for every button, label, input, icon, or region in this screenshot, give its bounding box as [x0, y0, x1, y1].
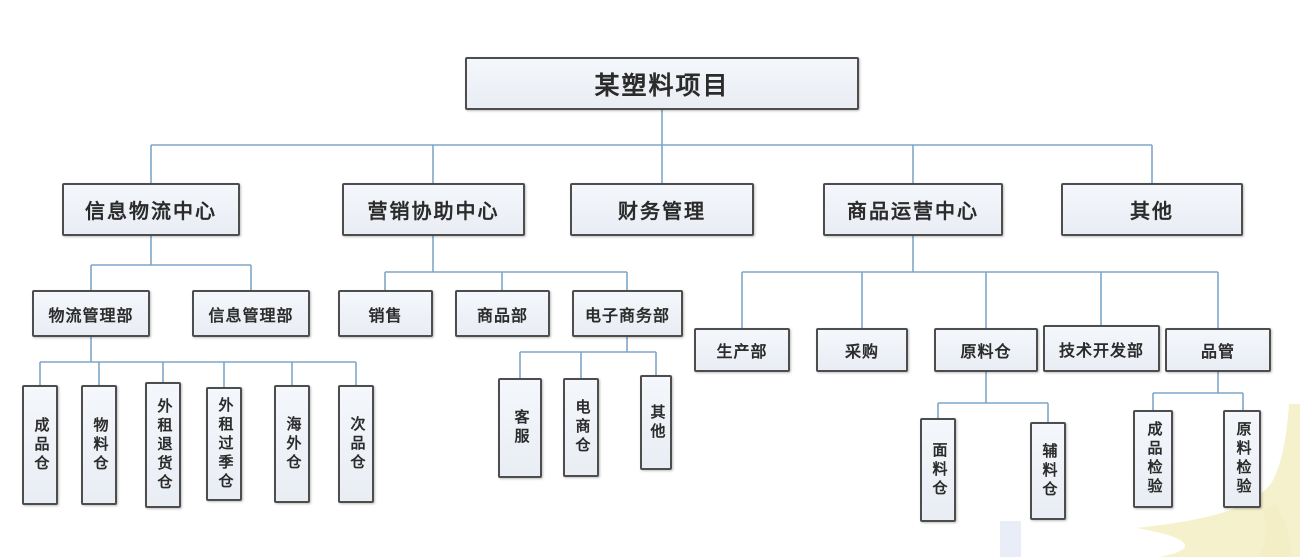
node-label: 商品部	[476, 307, 528, 325]
node-label: 辅料仓	[1040, 442, 1057, 500]
node-external-rental-offseason-warehouse: 外租过季仓	[206, 387, 242, 501]
node-fabric-warehouse: 面料仓	[920, 418, 956, 522]
node-ecommerce-warehouse: 电商仓	[563, 378, 599, 477]
node-root-project: 某塑料项目	[465, 57, 859, 110]
node-logistics-management-dept: 物流管理部	[32, 290, 150, 337]
node-info-management-dept: 信息管理部	[192, 290, 310, 337]
node-label: 面料仓	[930, 441, 947, 499]
node-label: 次品仓	[348, 415, 365, 473]
node-finished-product-inspection: 成品检验	[1133, 410, 1173, 508]
node-label: 信息管理部	[208, 307, 294, 325]
node-label: 其他	[1130, 201, 1174, 223]
node-label: 技术开发部	[1058, 342, 1144, 360]
node-finished-goods-warehouse: 成品仓	[22, 385, 58, 505]
node-materials-warehouse: 物料仓	[81, 385, 117, 505]
node-label: 电商仓	[573, 399, 590, 456]
node-label: 其他	[648, 403, 665, 442]
node-raw-material-warehouse: 原料仓	[934, 328, 1038, 372]
node-commodity-operations-center: 商品运营中心	[823, 183, 1003, 236]
node-quality-control: 品管	[1165, 328, 1271, 372]
node-label: 外租过季仓	[216, 396, 233, 492]
node-tech-development-dept: 技术开发部	[1043, 325, 1160, 372]
node-label: 电子商务部	[584, 307, 670, 325]
node-label: 财务管理	[618, 201, 706, 223]
node-marketing-assist-center: 营销协助中心	[342, 183, 525, 236]
node-label: 商品运营中心	[847, 201, 979, 223]
node-label: 原料仓	[960, 344, 1012, 361]
watermark-swoosh	[1136, 404, 1300, 557]
node-label: 采购	[844, 344, 879, 361]
node-other: 其他	[1061, 183, 1243, 236]
node-label: 营销协助中心	[367, 201, 500, 223]
node-info-logistics-center: 信息物流中心	[62, 183, 240, 236]
node-production-dept: 生产部	[694, 328, 790, 372]
node-label: 销售	[368, 307, 403, 325]
node-label: 生产部	[716, 344, 768, 361]
node-label: 信息物流中心	[85, 201, 217, 223]
node-overseas-warehouse: 海外仓	[274, 385, 310, 503]
node-label: 海外仓	[284, 415, 301, 473]
node-label: 某塑料项目	[594, 72, 730, 100]
node-customer-service: 客服	[498, 378, 542, 478]
node-label: 成品检验	[1145, 421, 1162, 497]
node-sales: 销售	[338, 290, 433, 337]
node-purchasing: 采购	[816, 328, 908, 372]
node-commodity-dept: 商品部	[455, 290, 550, 337]
watermark-tail	[1258, 504, 1292, 557]
node-label: 外租退货仓	[155, 397, 172, 493]
node-label: 品管	[1200, 344, 1235, 361]
node-ecommerce-dept: 电子商务部	[572, 290, 683, 337]
node-defective-goods-warehouse: 次品仓	[338, 385, 374, 503]
node-finance-management: 财务管理	[570, 183, 754, 236]
node-accessories-warehouse: 辅料仓	[1030, 422, 1066, 520]
node-label: 物料仓	[91, 416, 108, 474]
watermark-blue-strip	[1000, 521, 1021, 557]
node-ecommerce-other: 其他	[640, 375, 672, 470]
node-external-rental-returns-warehouse: 外租退货仓	[145, 382, 181, 508]
node-label: 成品仓	[32, 416, 49, 474]
node-label: 客服	[512, 409, 529, 447]
node-raw-material-inspection: 原料检验	[1223, 410, 1261, 508]
node-label: 物流管理部	[48, 307, 134, 325]
node-label: 原料检验	[1234, 421, 1251, 497]
